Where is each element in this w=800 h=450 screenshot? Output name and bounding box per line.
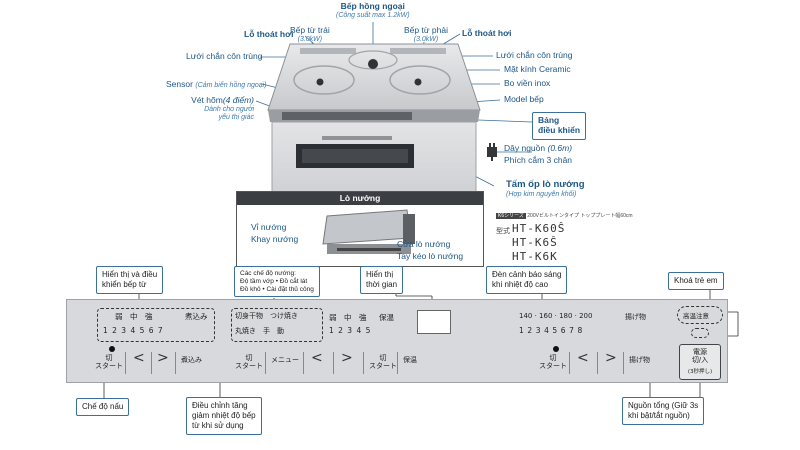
grill-mode-display (231, 308, 323, 342)
hoon-button[interactable]: 保温 (403, 356, 417, 364)
model-3: HT-K6K (512, 250, 558, 263)
high-temp-indicator (677, 306, 723, 324)
left-mode-indicator (109, 346, 115, 352)
control-panel: 弱 中 強 煮込み 1 2 3 4 5 6 7 切 スタート < > 煮込み 切… (66, 299, 728, 383)
label-phich-cam: Phích cắm 3 chân (504, 155, 573, 165)
model-2: HT-K6Ŝ (512, 236, 558, 249)
left-nikomi-button[interactable]: 煮込み (181, 356, 202, 364)
label-model-bep: Model bếp (504, 94, 544, 104)
child-lock-icon[interactable] (691, 328, 709, 338)
label-cua-lo: Cửa lò nướng (397, 239, 451, 249)
model-kata: 型式 (496, 228, 510, 235)
label-bep-tu-trai: Bếp từ trái(3.0kW) (290, 25, 330, 43)
right-mode-indicator (553, 346, 559, 352)
label-tam-op: Tấm ốp lò nướng(Hợp kim nguyên khối) (506, 179, 585, 198)
label-bep-tu-phai: Bếp từ phải(3.0kW) (404, 25, 448, 43)
label-bo-vien: Bo viền inox (504, 78, 551, 88)
label-lo-thoat-hoi-left: Lỗ thoát hơi (244, 29, 294, 39)
callout-hien-thi-dieu-khien: Hiển thị và điều khiển bếp từ (96, 266, 164, 294)
callout-nguon-tong: Nguồn tổng (Giữ 3s khi bật/tắt nguồn) (622, 397, 705, 425)
mid-hoon-label: 保温 (379, 313, 394, 322)
right-agemono-button[interactable]: 揚げ物 (629, 356, 650, 364)
left-level-numbers: 1 2 3 4 5 6 7 (103, 326, 164, 335)
right-start-button[interactable]: 切 スタート (539, 354, 567, 371)
left-level-labels: 弱 中 強 (115, 312, 153, 321)
left-increase-button[interactable]: > (157, 350, 169, 366)
mid-level-labels: 弱 中 強 (329, 313, 367, 322)
label-luoi-chan-right: Lưới chắn côn trùng (496, 50, 573, 60)
grill-mode-row2: 丸焼き 手 動 (235, 327, 284, 335)
label-bang-dieu-khien: Bảng điều khiển (532, 112, 587, 140)
label-vi-nuong: Vỉ nướng (251, 222, 287, 232)
power-button[interactable]: 電源 切/入 (3秒押し) (679, 344, 721, 380)
left-decrease-button[interactable]: < (133, 350, 145, 366)
right-temp-labels: 140 · 160 · 180 · 200 (519, 312, 593, 320)
callout-che-do-nuong: Các chế độ nướng: Độ tầm vớp • Đồ cắt lá… (234, 266, 320, 298)
callout-khoa-tre-em: Khoá trẻ em (668, 272, 724, 290)
plug-icon (487, 143, 497, 161)
model-series-note: K6シリーズ 200Vビルトインタイプ トッププレート幅60cm (496, 213, 633, 219)
left-start-button[interactable]: 切 スタート (95, 354, 123, 371)
model-1: HT-K60Ŝ (512, 222, 566, 235)
label-sensor: Sensor (Cảm biến hồng ngoại) (166, 79, 267, 89)
left-nikomi-label: 煮込み (185, 312, 208, 321)
mid-level-numbers: 1 2 3 4 5 (329, 326, 372, 335)
mid-start-button[interactable]: 切 スタート (369, 354, 397, 371)
label-mat-kinh: Mặt kính Ceramic (504, 64, 571, 74)
label-day-nguon: Dây nguồn (0.6m) (504, 143, 573, 153)
time-display (417, 310, 451, 334)
right-decrease-button[interactable]: < (577, 350, 589, 366)
oven-drawer-illustration (322, 209, 415, 254)
left-burner-display (97, 308, 215, 342)
grill-increase-button[interactable]: > (341, 350, 353, 366)
oven-detail-title: Lò nướng (237, 192, 483, 205)
label-bep-hong-ngoai: Bếp hồng ngoại(Công suất max 1.2kW) (336, 1, 410, 19)
label-khay-nuong: Khay nướng (251, 234, 299, 244)
grill-mode-row1: 切身干物 つけ焼き (235, 312, 298, 320)
callout-hien-thi-thoi-gian: Hiển thị thời gian (360, 266, 404, 294)
cooktop-illustration (267, 43, 481, 192)
high-temp-label: 高温注意 (683, 312, 709, 320)
callout-den-canh-bao: Đèn cảnh báo sáng khi nhiệt độ cao (486, 266, 568, 294)
label-tay-keo: Tay kéo lò nướng (397, 251, 464, 261)
grill-start-button[interactable]: 切 スタート (235, 354, 263, 371)
right-agemono-label: 揚げ物 (625, 313, 646, 321)
power-hold-note: (3秒押し) (687, 369, 713, 375)
callout-che-do-nau: Chế độ nấu (76, 398, 130, 416)
label-luoi-chan-left: Lưới chắn côn trùng (186, 51, 263, 61)
right-level-numbers: 1 2 3 4 5 6 7 8 (519, 326, 583, 335)
grill-decrease-button[interactable]: < (311, 350, 323, 366)
oven-detail-box: Lò nướng Vỉ nướng Khay nướng Cửa lò nướn… (236, 191, 484, 267)
callout-dieu-chinh: Điều chỉnh tăng giảm nhiệt độ bếp từ khi… (186, 397, 262, 435)
label-lo-thoat-hoi-right: Lỗ thoát hơi (462, 28, 512, 38)
right-increase-button[interactable]: > (605, 350, 617, 366)
grill-menu-button[interactable]: メニュー (271, 356, 299, 364)
power-button-label: 電源 切/入 (691, 348, 709, 365)
